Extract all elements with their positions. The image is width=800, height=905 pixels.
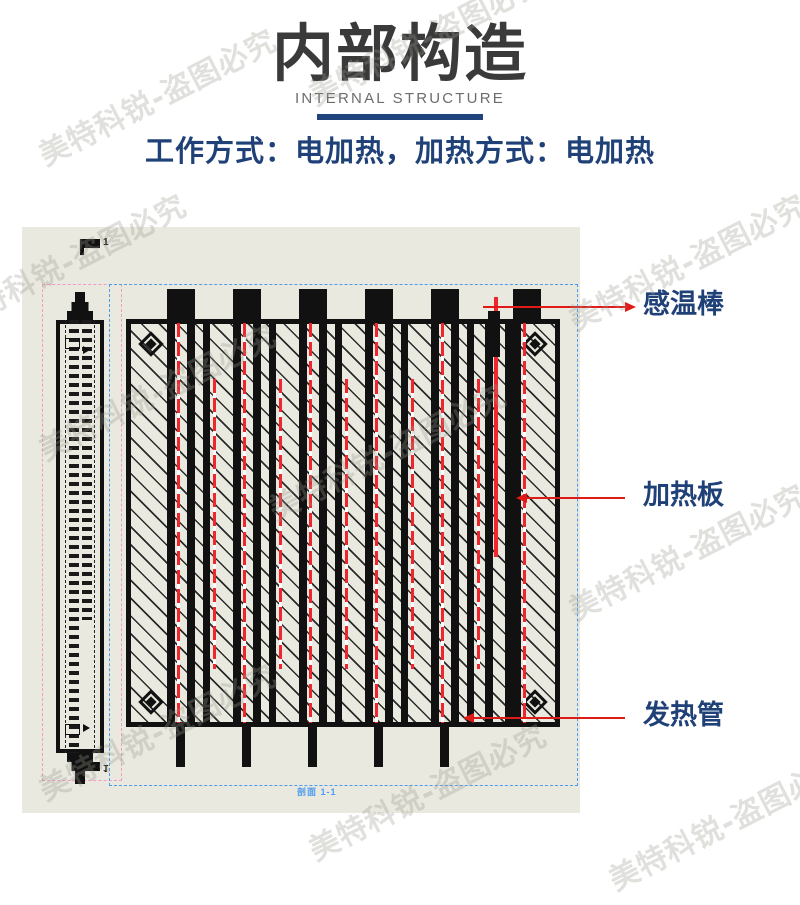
elevation-fin-stack-right — [82, 320, 92, 620]
elevation-hidden-edge-left — [65, 320, 66, 753]
fin-wall — [385, 319, 393, 727]
elevation-fin-stack-left — [69, 320, 79, 753]
cross-section-view — [126, 289, 560, 767]
callout-arrowhead-icon — [625, 302, 636, 312]
callout-arrowhead-icon — [516, 493, 527, 503]
heating-tube-inner — [345, 379, 348, 669]
callout-label: 发热管 — [643, 700, 724, 731]
heating-tube-inner — [411, 379, 414, 669]
section-marker-letter: 1 — [103, 237, 109, 248]
heating-tube-inner — [477, 379, 480, 669]
heating-tube-inner — [279, 379, 282, 669]
elevation-hidden-edge-right — [94, 320, 95, 753]
fin-wall — [335, 319, 342, 727]
work-mode-text: 工作方式：电加热，加热方式：电加热 — [144, 134, 655, 168]
fin-wall — [319, 319, 327, 727]
elevation-bottom-pin — [75, 770, 85, 784]
section-hatch-fill — [131, 324, 555, 722]
elevation-outer-body — [56, 320, 104, 753]
page-subtitle-english: INTERNAL STRUCTURE — [295, 90, 505, 107]
sensor-rod-terminal — [488, 311, 500, 357]
fin-wall — [203, 319, 210, 727]
heating-tube — [243, 323, 246, 723]
elevation-detail-arrow-top — [83, 346, 90, 354]
elevation-detail-mark-top — [65, 338, 80, 349]
fin-wall — [365, 319, 373, 727]
callout-label: 感温棒 — [643, 289, 724, 320]
heating-tube — [375, 323, 378, 723]
fin-wall — [299, 319, 307, 727]
fin-wall — [467, 319, 474, 727]
section-marker-arrow — [80, 239, 100, 248]
heating-tube — [441, 323, 444, 723]
page-title: 内部构造 — [271, 17, 528, 90]
elevation-top-collar — [71, 302, 89, 312]
tube-terminal-top — [233, 289, 261, 323]
tube-leg-bottom — [308, 723, 317, 767]
tube-terminal-top — [299, 289, 327, 323]
tube-leg-bottom — [440, 723, 449, 767]
elevation-detail-arrow-bottom — [83, 724, 90, 732]
fin-wall — [513, 319, 521, 727]
side-elevation-view — [56, 292, 104, 784]
callout-arrowhead-icon — [463, 713, 474, 723]
tube-leg-bottom — [374, 723, 383, 767]
tube-terminal-top — [431, 289, 459, 323]
section-caption: 剖面 1-1 — [297, 787, 337, 797]
fin-wall — [451, 319, 459, 727]
callout-leader-line — [483, 306, 625, 308]
fin-wall — [485, 319, 493, 727]
temperature-sensor-rod — [494, 297, 498, 557]
heating-tube-inner — [213, 379, 216, 669]
callout-leader-line — [527, 497, 625, 499]
elevation-bottom-terminal — [67, 751, 93, 762]
elevation-top-pin — [75, 292, 85, 306]
section-marker-top: 1 — [70, 233, 116, 255]
heating-tube — [177, 323, 180, 723]
heating-tube — [309, 323, 312, 723]
tube-leg-bottom — [176, 723, 185, 767]
fin-wall — [269, 319, 276, 727]
fin-wall — [233, 319, 241, 727]
watermark-text: 美特科锐-盗图必究 — [603, 748, 800, 899]
fin-wall — [401, 319, 408, 727]
fin-wall — [167, 319, 175, 727]
fin-wall — [253, 319, 261, 727]
technical-drawing-panel: 1 1 — [22, 227, 580, 813]
tube-terminal-top — [365, 289, 393, 323]
callout-leader-line — [474, 717, 625, 719]
elevation-top-terminal — [67, 311, 93, 322]
callout-label: 加热板 — [643, 480, 724, 511]
tube-leg-bottom — [242, 723, 251, 767]
tube-terminal-top — [167, 289, 195, 323]
title-underline-rule — [317, 114, 483, 120]
elevation-detail-mark-bottom — [65, 724, 80, 735]
heating-tube — [523, 323, 526, 723]
section-view-boundary-box — [109, 284, 578, 786]
fin-wall — [187, 319, 195, 727]
elevation-bottom-collar — [71, 761, 89, 771]
fin-wall — [505, 319, 513, 727]
fin-wall — [431, 319, 439, 727]
